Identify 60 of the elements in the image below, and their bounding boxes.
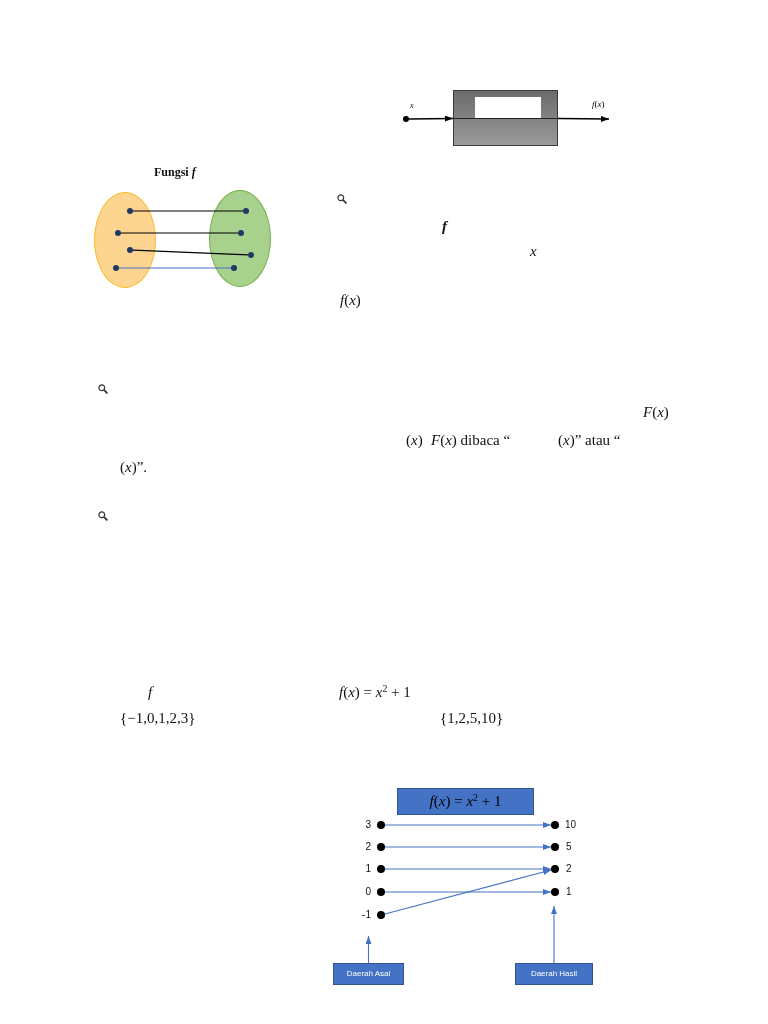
dot bbox=[247, 251, 254, 258]
dot bbox=[377, 911, 385, 919]
arrow bbox=[384, 866, 552, 872]
value-label: 0 bbox=[364, 886, 371, 897]
dot bbox=[114, 229, 121, 236]
arrow bbox=[408, 115, 454, 122]
arrow bbox=[551, 905, 557, 964]
dot bbox=[230, 264, 237, 271]
arrow bbox=[384, 822, 552, 828]
math-text: f bbox=[148, 684, 153, 701]
value-label: -1 bbox=[361, 909, 371, 920]
math-text: F(x) bbox=[643, 404, 669, 421]
input-dot bbox=[403, 116, 409, 122]
dot bbox=[551, 888, 559, 896]
connector-line bbox=[132, 210, 244, 212]
heading: Fungsi f bbox=[154, 166, 196, 180]
arrow bbox=[384, 844, 552, 850]
dot bbox=[377, 888, 385, 896]
dot bbox=[377, 843, 385, 851]
value-label: 5 bbox=[566, 841, 573, 852]
set-notation: {−1,0,1,2,3} bbox=[120, 710, 196, 727]
formula-box: f(x) = x$^{2}$ + 1 bbox=[397, 788, 534, 815]
math-text: f(x) bbox=[340, 292, 361, 309]
value-label: 1 bbox=[566, 886, 573, 897]
text-fragment: F(x) dibaca “ bbox=[431, 432, 511, 449]
math-text: (x) bbox=[406, 432, 423, 449]
edge-label: f(x) bbox=[592, 100, 605, 110]
dot bbox=[237, 229, 244, 236]
arrow bbox=[557, 115, 610, 122]
domain-label-box: Daerah Asal bbox=[333, 963, 404, 985]
value-label: 3 bbox=[364, 819, 371, 830]
value-label: 2 bbox=[566, 863, 573, 874]
dot bbox=[377, 821, 385, 829]
text-fragment: (x)” atau “ bbox=[558, 432, 621, 449]
dot bbox=[126, 246, 133, 253]
value-label: 1 bbox=[364, 863, 371, 874]
arrow bbox=[365, 935, 372, 964]
blank-panel bbox=[474, 96, 541, 118]
value-label: 2 bbox=[364, 841, 371, 852]
math-text: f(x) = x$^{2}$ + 1 bbox=[339, 684, 411, 701]
input-label: x bbox=[410, 102, 415, 111]
text-fragment: (x)”. bbox=[120, 459, 148, 476]
range-label-box: Daerah Hasil bbox=[515, 963, 593, 985]
dot bbox=[112, 264, 119, 271]
dot bbox=[126, 207, 133, 214]
math-text: x bbox=[530, 243, 537, 260]
dot bbox=[377, 865, 385, 873]
arrow bbox=[384, 889, 552, 895]
set-notation: {1,2,5,10} bbox=[440, 710, 504, 727]
function-box bbox=[453, 90, 558, 146]
connector-line bbox=[120, 232, 239, 234]
dot bbox=[551, 865, 559, 873]
dot bbox=[551, 843, 559, 851]
math-text: f bbox=[442, 218, 447, 235]
dot bbox=[242, 207, 249, 214]
connector-line bbox=[118, 267, 232, 269]
arrow bbox=[384, 869, 552, 915]
dot bbox=[551, 821, 559, 829]
value-label: 10 bbox=[565, 819, 578, 830]
connector-line bbox=[132, 249, 249, 256]
